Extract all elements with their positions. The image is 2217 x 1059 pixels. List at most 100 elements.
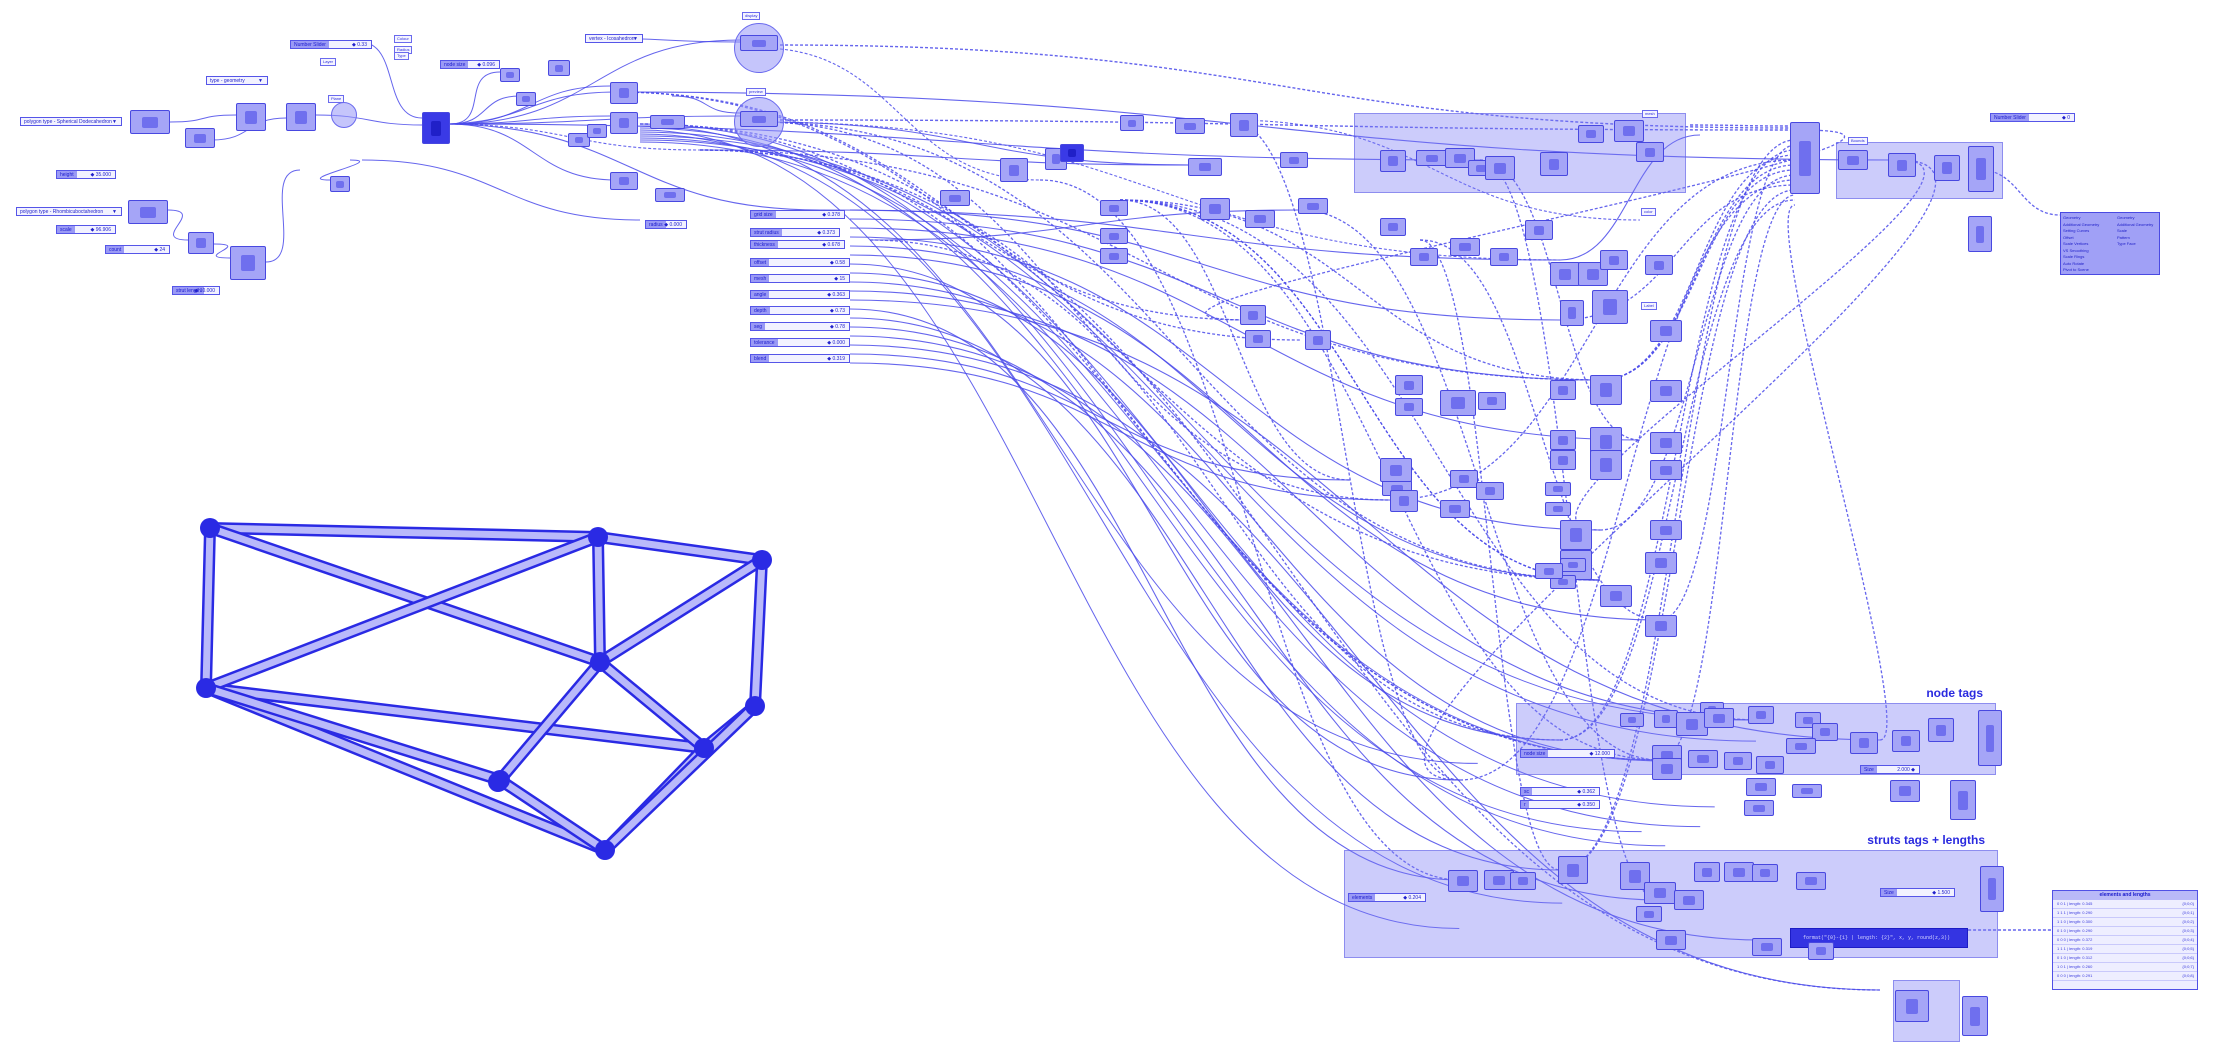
gh-component[interactable]: [1808, 942, 1834, 960]
wire[interactable]: [639, 137, 1670, 762]
gh-component[interactable]: [188, 232, 214, 254]
gh-component[interactable]: [1590, 375, 1622, 405]
gh-component[interactable]: [230, 246, 266, 280]
gh-component[interactable]: [1450, 238, 1480, 256]
chevron-down-icon[interactable]: ▼: [112, 119, 117, 125]
number-slider[interactable]: angle◆ 0.363: [750, 290, 850, 299]
wire[interactable]: [849, 353, 1351, 481]
gh-component[interactable]: [1000, 158, 1028, 182]
wire[interactable]: [639, 129, 1460, 930]
number-slider[interactable]: Number Slider◆ 0.33: [290, 40, 372, 49]
gh-component[interactable]: [1450, 470, 1478, 488]
gh-component[interactable]: [1676, 712, 1708, 736]
wire[interactable]: [1575, 159, 1925, 531]
gh-component[interactable]: [740, 111, 778, 127]
wire[interactable]: [1119, 199, 1761, 721]
gh-component[interactable]: [185, 128, 215, 148]
wire[interactable]: [1689, 124, 1791, 127]
wire[interactable]: [449, 95, 521, 125]
gh-component[interactable]: [1756, 756, 1784, 774]
number-slider[interactable]: mesh◆ 15: [750, 274, 850, 283]
gh-component[interactable]: [1895, 990, 1929, 1022]
wire[interactable]: [779, 119, 1791, 131]
number-slider[interactable]: strut length◆ 10.000: [172, 286, 220, 295]
gh-component[interactable]: [1796, 872, 1826, 890]
gh-component[interactable]: [516, 92, 536, 106]
gh-component[interactable]: [1560, 300, 1584, 326]
gh-component[interactable]: [1892, 730, 1920, 752]
gh-component[interactable]: [1592, 290, 1628, 324]
gh-component[interactable]: [1650, 380, 1682, 402]
gh-component[interactable]: [1240, 305, 1266, 325]
preview-bubble-3[interactable]: [331, 102, 357, 128]
number-slider[interactable]: elements◆ 0.204: [1348, 893, 1426, 902]
number-slider[interactable]: scale◆ 96.906: [56, 225, 116, 234]
gh-component[interactable]: [1490, 248, 1518, 266]
gh-component[interactable]: [1550, 430, 1576, 450]
wire[interactable]: [639, 141, 1701, 828]
gh-component[interactable]: [1560, 520, 1592, 550]
format-expression-panel[interactable]: format("{0}-{1} | length: {2}", x, y, ro…: [1790, 928, 1968, 948]
wire[interactable]: [615, 91, 1661, 761]
gh-component[interactable]: [1230, 113, 1258, 137]
gh-component[interactable]: [1636, 906, 1662, 922]
number-slider[interactable]: blend◆ 0.319: [750, 354, 850, 363]
gh-component[interactable]: [1448, 870, 1478, 892]
gh-component[interactable]: [1645, 255, 1673, 275]
gh-component[interactable]: [1100, 248, 1128, 264]
gh-component[interactable]: [1654, 710, 1678, 728]
wire[interactable]: [699, 149, 1601, 381]
number-slider[interactable]: node size◆ 12.000: [1520, 749, 1615, 758]
gh-component[interactable]: [1652, 758, 1682, 780]
value-list-dropdown[interactable]: polygon type - Spherical Dodecahedron▼: [20, 117, 122, 126]
gh-component[interactable]: [1440, 500, 1470, 518]
gh-component[interactable]: [1888, 153, 1916, 177]
number-slider[interactable]: strut radius◆ 0.373: [750, 228, 840, 237]
gh-component[interactable]: [610, 112, 638, 134]
gh-component[interactable]: [1100, 228, 1128, 244]
wire[interactable]: [639, 127, 1642, 833]
chevron-down-icon[interactable]: ▼: [112, 209, 117, 215]
gh-component[interactable]: [1558, 856, 1588, 884]
gh-component[interactable]: [1395, 375, 1423, 395]
gh-component[interactable]: [1390, 490, 1418, 512]
number-slider[interactable]: depth◆ 0.73: [750, 306, 850, 315]
gh-component[interactable]: [1950, 780, 1976, 820]
wire[interactable]: [1459, 179, 1796, 781]
gh-component[interactable]: [1636, 142, 1664, 162]
gh-component[interactable]: [1620, 713, 1644, 727]
wire[interactable]: [1787, 204, 1888, 741]
wire[interactable]: [439, 123, 821, 211]
gh-component[interactable]: [1175, 118, 1205, 134]
gh-component[interactable]: [940, 190, 970, 206]
gh-component[interactable]: [587, 124, 607, 138]
gh-component[interactable]: [740, 35, 778, 51]
gh-component[interactable]: [1535, 563, 1563, 579]
gh-component[interactable]: [548, 60, 570, 76]
wire[interactable]: [359, 41, 423, 119]
wire[interactable]: [1039, 179, 1461, 881]
gh-component[interactable]: [1790, 122, 1820, 194]
gh-component[interactable]: [1298, 198, 1328, 214]
gh-component[interactable]: [1478, 392, 1506, 410]
gh-component[interactable]: [1838, 150, 1868, 170]
gh-component[interactable]: [1120, 115, 1144, 131]
wire[interactable]: [1599, 169, 1796, 381]
wire[interactable]: [1229, 119, 1641, 221]
number-slider[interactable]: tolerance◆ 0.000: [750, 338, 850, 347]
elements-lengths-panel[interactable]: elements and lengths 0 0 1 | length: 0.3…: [2052, 890, 2198, 990]
gh-component[interactable]: [1850, 732, 1878, 754]
number-slider[interactable]: Number Slider◆ 0: [1990, 113, 2075, 122]
gh-component[interactable]: [1440, 390, 1476, 416]
wire[interactable]: [213, 243, 231, 259]
gh-component[interactable]: [1704, 708, 1734, 728]
gh-component[interactable]: [286, 103, 316, 131]
wire[interactable]: [759, 47, 1041, 181]
chevron-down-icon[interactable]: ▼: [633, 36, 638, 42]
gh-component[interactable]: [650, 115, 685, 129]
wire[interactable]: [849, 290, 1761, 721]
gh-component[interactable]: [1410, 248, 1438, 266]
gh-component[interactable]: [1578, 125, 1604, 143]
gh-component[interactable]: [1245, 330, 1271, 348]
